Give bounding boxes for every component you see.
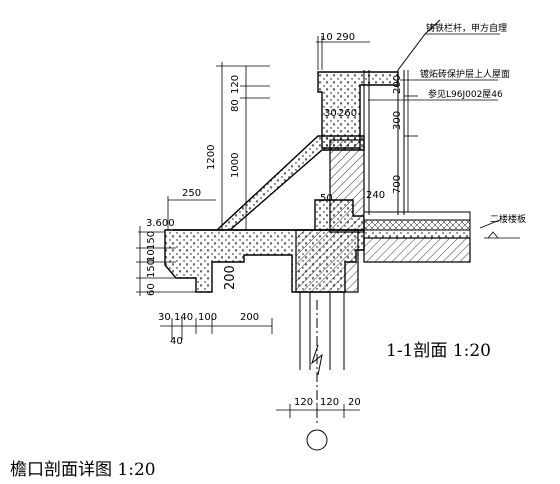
dimension-text: 120 <box>320 397 339 408</box>
dimension-lines <box>136 36 520 418</box>
dimension-text: 700 <box>392 175 403 194</box>
dimension-text: 10 <box>146 249 157 262</box>
roof-ref: 参见L96J002屋46 <box>428 88 503 100</box>
dimension-text: 40 <box>170 336 183 347</box>
railing <box>363 19 441 215</box>
dimension-text: 200 <box>392 75 403 94</box>
dimension-text: 80 <box>230 99 241 112</box>
dimension-text: 1200 <box>206 145 217 170</box>
dimension-text: 120 <box>294 397 313 408</box>
dimension-text: 150 <box>146 231 157 250</box>
dimension-text: 3.600 <box>146 218 175 229</box>
dimension-text: 10 <box>320 32 333 43</box>
dimension-texts: 10 290 30 260 250 50 240 3.600 30 140 10… <box>146 32 403 408</box>
railing-note: 铸铁栏杆，甲方自理 <box>426 22 507 34</box>
axis-bubble <box>306 429 328 451</box>
parapet-wall <box>329 139 365 233</box>
dimension-text: 300 <box>392 111 403 130</box>
dimension-text: 290 <box>336 32 355 43</box>
leader-lines <box>368 33 501 229</box>
dimension-text: 150 <box>146 259 157 278</box>
roof-note: 镀炻砖保护层上人屋面 <box>420 68 510 80</box>
dimension-text: 30 <box>158 312 171 323</box>
dimension-text: 200 <box>223 265 238 290</box>
annotations: 铸铁栏杆，甲方自理 镀炻砖保护层上人屋面 参见L96J002屋46 二楼楼板 <box>420 22 526 225</box>
dimension-text: 260 <box>338 108 357 119</box>
dimension-text: 140 <box>174 312 193 323</box>
dimension-text: 120 <box>230 75 241 94</box>
dimension-text: 60 <box>146 283 157 296</box>
screed-layer <box>363 229 471 239</box>
section-label: 1-1剖面 1:20 <box>386 341 491 361</box>
insulation-layer <box>363 219 471 231</box>
column-lines <box>299 292 345 451</box>
dimension-text: 20 <box>348 397 361 408</box>
dimension-text: 1000 <box>230 153 241 178</box>
wall-hatch <box>295 139 471 293</box>
drawing-title: 檐口剖面详图 1:20 <box>10 460 156 480</box>
main-wall <box>295 229 359 293</box>
dimension-text: 50 <box>320 193 333 204</box>
floor-label: 二楼楼板 <box>490 213 526 225</box>
dimension-text: 100 <box>198 312 217 323</box>
tile-layer <box>363 211 471 221</box>
roof-slab <box>363 237 471 263</box>
roof-layers <box>363 211 471 239</box>
dimension-text: 200 <box>240 312 259 323</box>
dimension-text: 250 <box>182 188 201 199</box>
dimension-text: 240 <box>366 190 385 201</box>
dimension-text: 30 <box>324 108 337 119</box>
